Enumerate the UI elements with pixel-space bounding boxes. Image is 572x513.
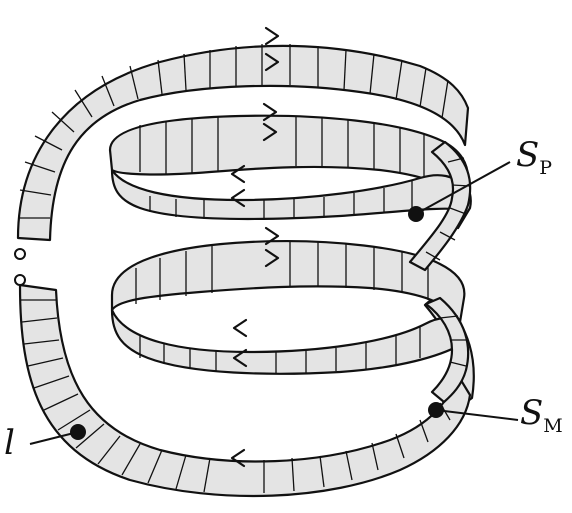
- chevron-left-icon: [230, 188, 246, 208]
- ribbon-ticks-bottom: [21, 299, 451, 493]
- chevron-left-icon: [230, 448, 246, 468]
- ribbon-ticks-upper: [139, 116, 425, 219]
- chevron-left-icon: [230, 164, 246, 184]
- ribbon-ticks-top: [18, 44, 449, 219]
- ribbon-ticks-front-lower: [439, 315, 468, 367]
- surface-m-dot-icon: [428, 402, 444, 418]
- label-surface-p: SP: [516, 135, 552, 179]
- chevron-right-icon: [264, 248, 280, 268]
- ribbon-outer-bottom: [18, 283, 472, 498]
- direction-arrows: [230, 26, 280, 468]
- chevron-right-icon: [264, 26, 280, 46]
- ribbon-ticks-lower: [135, 241, 429, 374]
- label-path: l: [4, 423, 15, 463]
- ribbon-outer-top: [16, 44, 470, 242]
- terminal-bottom-icon: [14, 274, 26, 286]
- ribbon-front-connector: [408, 140, 472, 404]
- terminals: [14, 248, 26, 286]
- marker-sp: [408, 161, 511, 222]
- chevron-left-icon: [232, 318, 248, 338]
- chevron-right-icon: [262, 102, 278, 122]
- marker-l: [29, 424, 86, 445]
- ribbon-ticks-front: [425, 157, 471, 261]
- chevron-left-icon: [232, 348, 248, 368]
- chevron-right-icon: [262, 122, 278, 142]
- ribbon-upper-coil: [108, 114, 470, 221]
- chevron-right-icon: [264, 52, 280, 72]
- path-dot-icon: [70, 424, 86, 440]
- label-surface-m: SM: [520, 393, 563, 437]
- surface-p-dot-icon: [408, 206, 424, 222]
- marker-sm: [428, 402, 519, 421]
- terminal-top-icon: [14, 248, 26, 260]
- chevron-right-icon: [264, 226, 280, 246]
